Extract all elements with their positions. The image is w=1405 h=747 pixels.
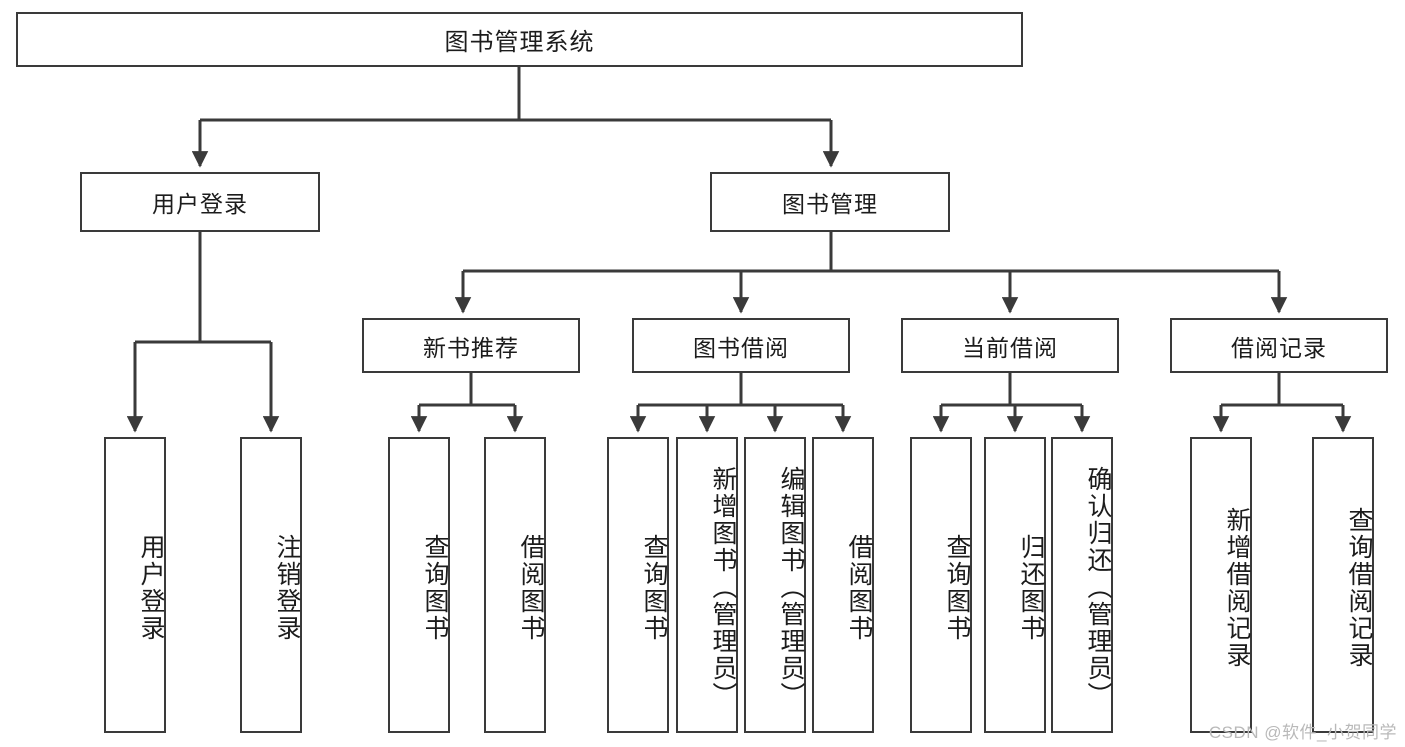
node-leaf-return-book[interactable]: 归还图书 (984, 437, 1046, 733)
node-leaf-edit-book-admin[interactable]: 编辑图书（管理员） (744, 437, 806, 733)
node-root-label: 图书管理系统 (444, 29, 595, 56)
node-leaf-query-book-1[interactable]: 查询图书 (388, 437, 450, 733)
node-leaf-add-book-admin[interactable]: 新增图书（管理员） (676, 437, 738, 733)
node-book-borrow[interactable]: 图书借阅 (632, 318, 850, 373)
node-leaf-user-login[interactable]: 用户登录 (104, 437, 166, 733)
node-current-borrow[interactable]: 当前借阅 (901, 318, 1119, 373)
node-leaf-query-book-3[interactable]: 查询图书 (910, 437, 972, 733)
node-book-management-label: 图书管理 (782, 191, 878, 217)
node-leaf-query-book-2-label: 查询图书 (640, 534, 668, 642)
node-leaf-query-book-1-label: 查询图书 (421, 534, 449, 642)
node-leaf-query-borrow-record-label: 查询借阅记录 (1345, 507, 1373, 669)
node-book-borrow-label: 图书借阅 (693, 334, 789, 361)
node-leaf-user-login-label: 用户登录 (137, 534, 165, 642)
node-leaf-return-book-label: 归还图书 (1017, 534, 1045, 642)
node-leaf-logout-login[interactable]: 注销登录 (240, 437, 302, 733)
node-leaf-add-book-admin-label: 新增图书（管理员） (709, 465, 737, 709)
node-leaf-borrow-book-1[interactable]: 借阅图书 (484, 437, 546, 733)
node-borrow-record-label: 借阅记录 (1231, 334, 1327, 361)
node-leaf-borrow-book-2[interactable]: 借阅图书 (812, 437, 874, 733)
node-leaf-query-book-2[interactable]: 查询图书 (607, 437, 669, 733)
node-leaf-logout-login-label: 注销登录 (273, 534, 301, 642)
node-leaf-confirm-return-admin-label: 确认归还（管理员） (1084, 465, 1112, 709)
node-borrow-record[interactable]: 借阅记录 (1170, 318, 1388, 373)
node-user-login-label: 用户登录 (152, 191, 248, 217)
node-leaf-confirm-return-admin[interactable]: 确认归还（管理员） (1051, 437, 1113, 733)
node-leaf-add-borrow-record-label: 新增借阅记录 (1223, 507, 1251, 669)
node-leaf-edit-book-admin-label: 编辑图书（管理员） (777, 465, 805, 709)
node-leaf-query-borrow-record[interactable]: 查询借阅记录 (1312, 437, 1374, 733)
node-leaf-add-borrow-record[interactable]: 新增借阅记录 (1190, 437, 1252, 733)
node-current-borrow-label: 当前借阅 (962, 334, 1058, 361)
node-user-login[interactable]: 用户登录 (80, 172, 320, 232)
node-leaf-query-book-3-label: 查询图书 (943, 534, 971, 642)
node-leaf-borrow-book-1-label: 借阅图书 (517, 534, 545, 642)
node-leaf-borrow-book-2-label: 借阅图书 (845, 534, 873, 642)
node-new-book-recommend-label: 新书推荐 (423, 334, 519, 361)
node-book-management[interactable]: 图书管理 (710, 172, 950, 232)
node-new-book-recommend[interactable]: 新书推荐 (362, 318, 580, 373)
node-root[interactable]: 图书管理系统 (16, 12, 1023, 67)
